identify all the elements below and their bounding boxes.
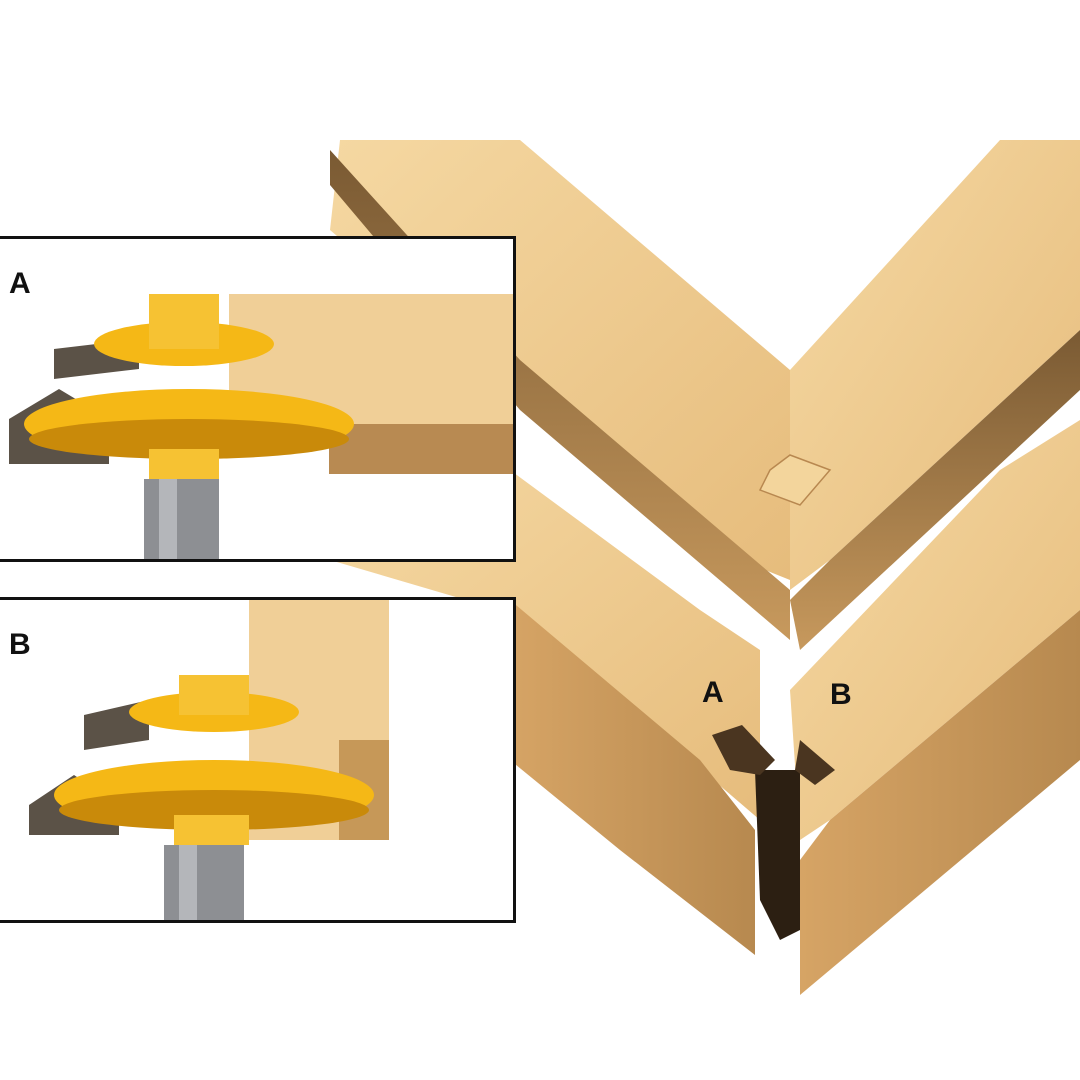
notch-b [795,740,835,785]
panel-a-bit-collar [149,294,219,349]
panel-b-shank [164,845,244,920]
panel-a-bit-lower-shadow [29,419,349,459]
upper-joint-tongue [758,454,832,506]
lower-joint-gap [755,770,800,940]
panel-a-shank [144,479,219,559]
lower-right-board-side [800,610,1080,995]
panel-b-bit-neck [174,815,249,845]
notch-a [712,725,775,775]
panel-b-bit-lower-shadow [59,790,369,830]
panel-a-shank-highlight [159,479,177,559]
panel-b-label: B [9,628,31,661]
router-bit-b-illustration [29,600,389,920]
detail-panel-b: B [0,597,516,923]
upper-right-board-face [790,140,1080,590]
joint-label-b: B [830,678,852,711]
panel-a-bit-neck [149,449,219,479]
panel-b-shank-highlight [179,845,197,920]
joint-label-a: A [702,676,724,709]
panel-a-board-edge [329,424,513,474]
upper-right-board-edge [790,330,1080,650]
detail-panel-a: A [0,236,516,562]
panel-b-bit-collar [179,675,249,715]
lower-right-board-face [790,420,1080,840]
upper-left-board-edge [330,150,790,640]
router-bit-a-illustration [9,294,513,559]
panel-a-label: A [9,267,31,300]
lower-left-board-side [510,600,755,955]
